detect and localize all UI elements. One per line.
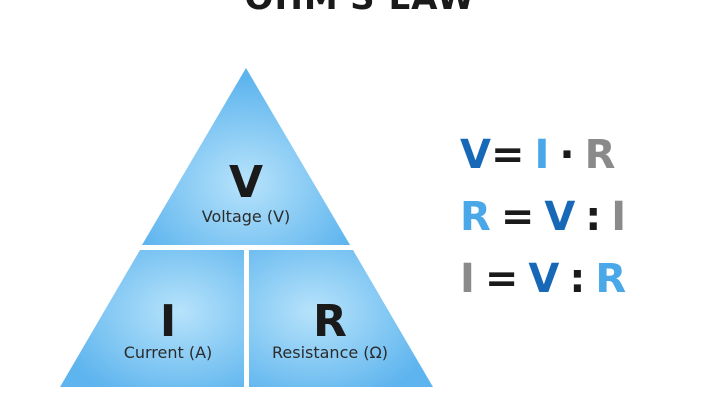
current-section bbox=[60, 250, 244, 387]
formula-token: R bbox=[460, 194, 491, 240]
resistance-letter: R bbox=[313, 296, 347, 347]
formula-token: = bbox=[484, 256, 519, 302]
voltage-section bbox=[142, 68, 350, 245]
formula-token: : bbox=[569, 256, 586, 302]
voltage-label: Voltage (V) bbox=[202, 207, 291, 226]
formula-token: : bbox=[585, 194, 602, 240]
current-label: Current (A) bbox=[124, 343, 213, 362]
formula-token: R bbox=[584, 132, 616, 178]
formula-token: V bbox=[528, 256, 560, 302]
current-letter: I bbox=[160, 296, 176, 347]
formula-token: R bbox=[595, 256, 627, 302]
formula-token: I bbox=[611, 194, 627, 240]
formula-token: I bbox=[534, 132, 550, 178]
formula-list: V=I·R R=V:I I=V:R bbox=[460, 130, 640, 316]
formula-token: = bbox=[500, 194, 535, 240]
voltage-letter: V bbox=[229, 157, 263, 208]
formula-resistance: R=V:I bbox=[460, 192, 640, 254]
formula-voltage: V=I·R bbox=[460, 130, 640, 192]
formula-token: V bbox=[544, 194, 576, 240]
formula-token: = bbox=[490, 132, 525, 178]
formula-token: I bbox=[460, 256, 475, 302]
page-title: OHM'S LAW bbox=[0, 0, 720, 18]
formula-token: · bbox=[559, 132, 575, 178]
resistance-label: Resistance (Ω) bbox=[272, 343, 388, 362]
resistance-section bbox=[249, 250, 433, 387]
formula-current: I=V:R bbox=[460, 254, 640, 316]
formula-token: V bbox=[460, 132, 491, 178]
